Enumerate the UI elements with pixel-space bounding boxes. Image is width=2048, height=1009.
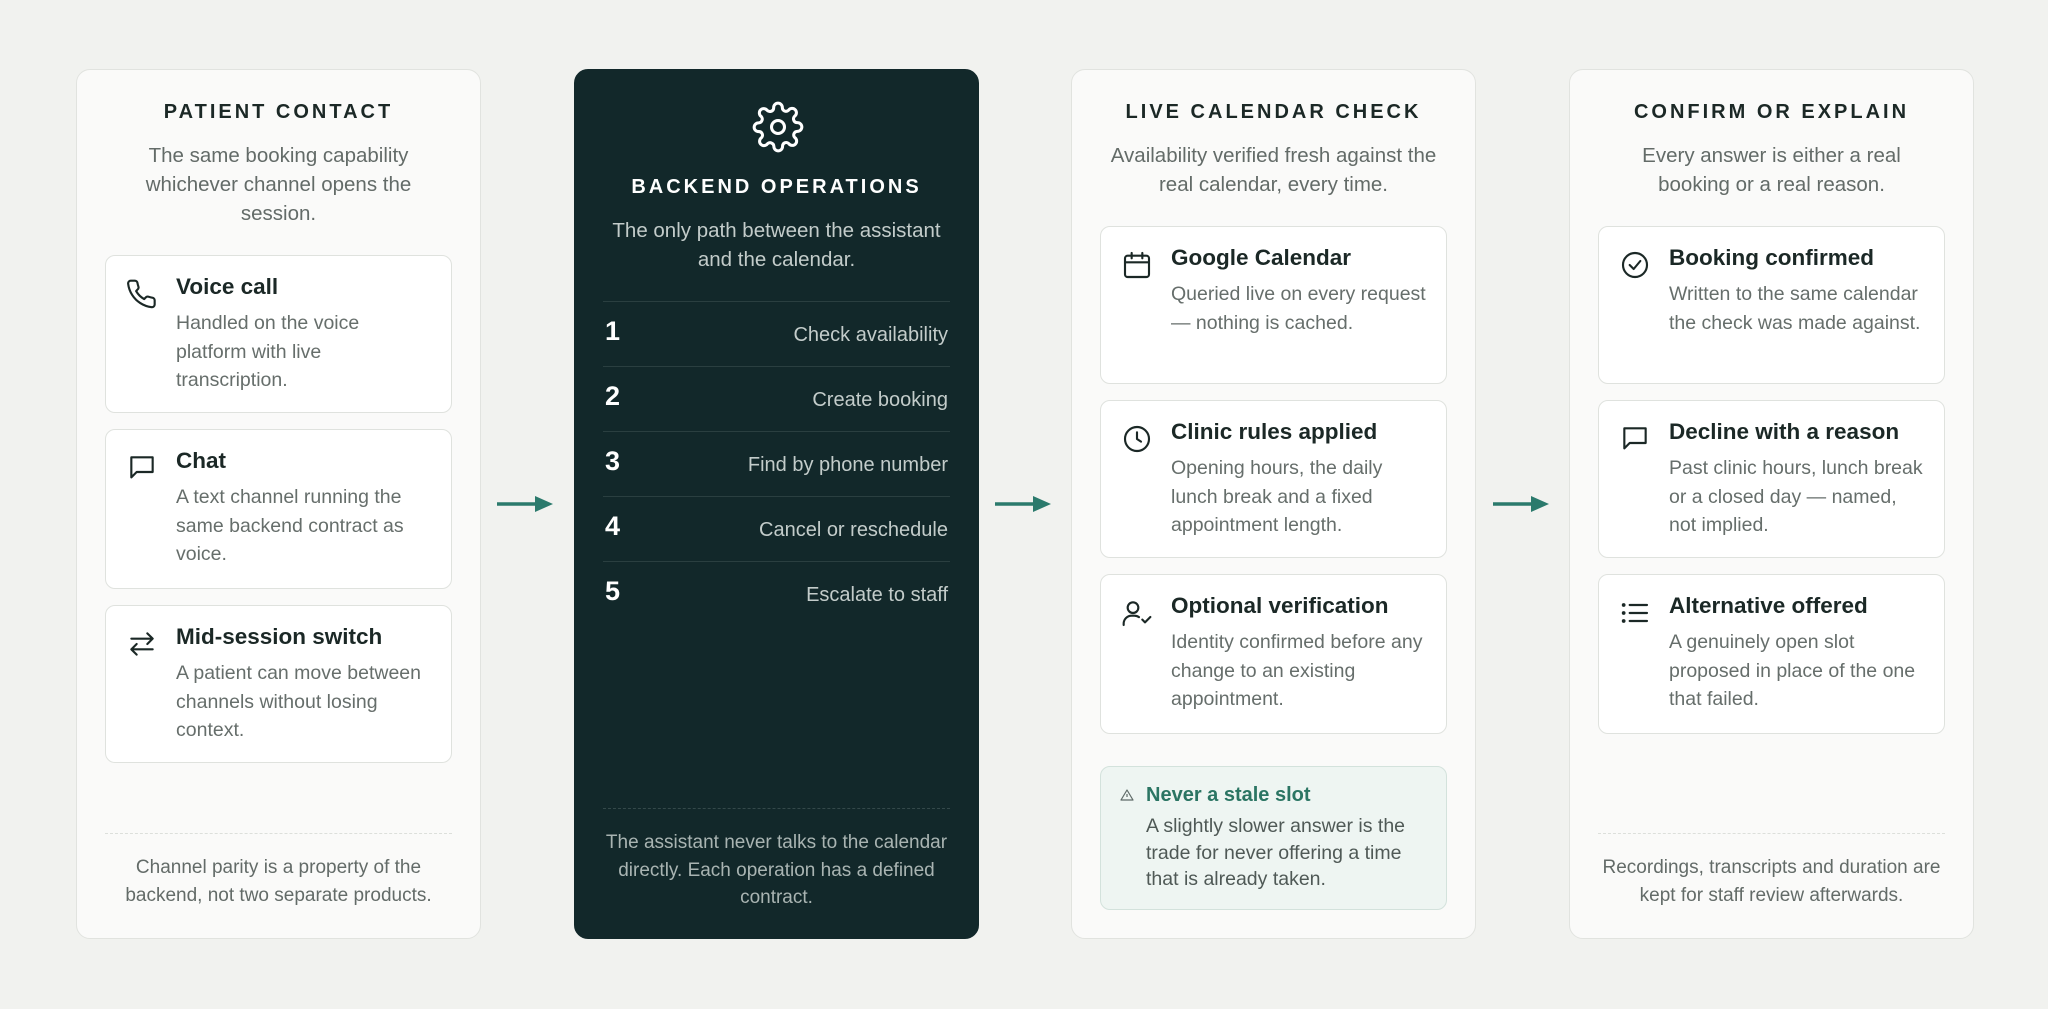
divider	[105, 833, 452, 834]
card-voice-call: Voice call Handled on the voice platform…	[105, 255, 452, 413]
panel-title: CONFIRM OR EXPLAIN	[1633, 101, 1910, 123]
card-description: A text channel running the same backend …	[176, 486, 404, 565]
card-description: Handled on the voice platform with live …	[176, 312, 360, 391]
operation-number: 5	[605, 576, 621, 606]
divider	[1598, 833, 1945, 834]
card-title: Alternative offered	[1669, 593, 1868, 618]
card-title: Chat	[176, 448, 226, 473]
panel-footer: The assistant never talks to the calenda…	[605, 832, 948, 908]
divider	[603, 808, 950, 809]
callout-never-stale-slot: Never a stale slot A slightly slower ans…	[1100, 766, 1447, 910]
card-description: Past clinic hours, lunch break or a clos…	[1669, 457, 1923, 536]
callout-description: A slightly slower answer is the trade fo…	[1146, 815, 1406, 890]
card-title: Clinic rules applied	[1171, 419, 1378, 444]
operation-number: 4	[605, 511, 621, 541]
panel-subtitle: Every answer is either a real booking or…	[1642, 144, 1901, 196]
phone-icon	[126, 278, 158, 310]
operation-number: 2	[605, 381, 621, 411]
clock-icon	[1121, 423, 1153, 455]
operation-label: Escalate to staff	[806, 584, 948, 606]
user-check-icon	[1121, 597, 1153, 629]
card-description: Queried live on every request — nothing …	[1171, 283, 1426, 334]
card-decline-with-reason: Decline with a reason Past clinic hours,…	[1598, 400, 1945, 558]
panel-subtitle: Availability verified fresh against the …	[1110, 144, 1437, 196]
panel-subtitle: The same booking capability whichever ch…	[145, 144, 412, 225]
card-title: Optional verification	[1171, 593, 1389, 618]
card-title: Google Calendar	[1171, 245, 1352, 270]
panel-title: PATIENT CONTACT	[163, 101, 394, 123]
patient-contact-panel: PATIENT CONTACT The same booking capabil…	[76, 69, 481, 939]
operation-row: 1 Check availability	[603, 301, 950, 366]
card-description: A genuinely open slot proposed in place …	[1669, 631, 1916, 710]
operation-row: 2 Create booking	[603, 366, 950, 431]
switch-arrows-icon	[126, 628, 158, 660]
card-title: Booking confirmed	[1669, 245, 1875, 270]
card-description: Opening hours, the daily lunch break and…	[1171, 457, 1383, 536]
operation-label: Cancel or reschedule	[759, 519, 948, 541]
panel-footer: Channel parity is a property of the back…	[125, 857, 432, 906]
confirm-or-explain-panel: CONFIRM OR EXPLAIN Every answer is eithe…	[1569, 69, 1974, 939]
panel-footer: Recordings, transcripts and duration are…	[1602, 857, 1941, 906]
panel-title: LIVE CALENDAR CHECK	[1125, 101, 1422, 123]
operation-row: 4 Cancel or reschedule	[603, 496, 950, 561]
callout-title: Never a stale slot	[1146, 784, 1311, 806]
flow-arrow	[495, 492, 555, 516]
card-optional-verification: Optional verification Identity confirmed…	[1100, 574, 1447, 734]
gear-icon	[752, 101, 804, 153]
chat-icon	[126, 452, 158, 484]
card-description: A patient can move between channels with…	[176, 662, 421, 741]
card-title: Voice call	[176, 274, 279, 299]
warning-icon	[1119, 787, 1135, 803]
operation-row: 5 Escalate to staff	[603, 561, 950, 626]
card-clinic-rules: Clinic rules applied Opening hours, the …	[1100, 400, 1447, 558]
operation-number: 1	[605, 316, 621, 346]
card-booking-confirmed: Booking confirmed Written to the same ca…	[1598, 226, 1945, 384]
flow-arrow	[993, 492, 1053, 516]
list-icon	[1619, 597, 1651, 629]
card-title: Decline with a reason	[1669, 419, 1900, 444]
operation-label: Find by phone number	[747, 454, 948, 476]
operation-label: Create booking	[812, 389, 948, 411]
operation-row: 3 Find by phone number	[603, 431, 950, 496]
operation-label: Check availability	[793, 324, 948, 346]
panel-subtitle: The only path between the assistant and …	[612, 219, 941, 271]
card-description: Identity confirmed before any change to …	[1171, 631, 1423, 710]
live-calendar-check-panel: LIVE CALENDAR CHECK Availability verifie…	[1071, 69, 1476, 939]
check-circle-icon	[1619, 249, 1651, 281]
card-chat: Chat A text channel running the same bac…	[105, 429, 452, 589]
card-description: Written to the same calendar the check w…	[1669, 283, 1921, 334]
card-google-calendar: Google Calendar Queried live on every re…	[1100, 226, 1447, 384]
backend-operations-panel: BACKEND OPERATIONS The only path between…	[574, 69, 979, 939]
card-title: Mid-session switch	[176, 624, 383, 649]
panel-title: BACKEND OPERATIONS	[631, 176, 922, 198]
card-mid-session-switch: Mid-session switch A patient can move be…	[105, 605, 452, 763]
flow-arrow	[1491, 492, 1551, 516]
card-alternative-offered: Alternative offered A genuinely open slo…	[1598, 574, 1945, 734]
calendar-icon	[1121, 249, 1153, 281]
operation-number: 3	[605, 446, 621, 476]
chat-icon	[1619, 423, 1651, 455]
